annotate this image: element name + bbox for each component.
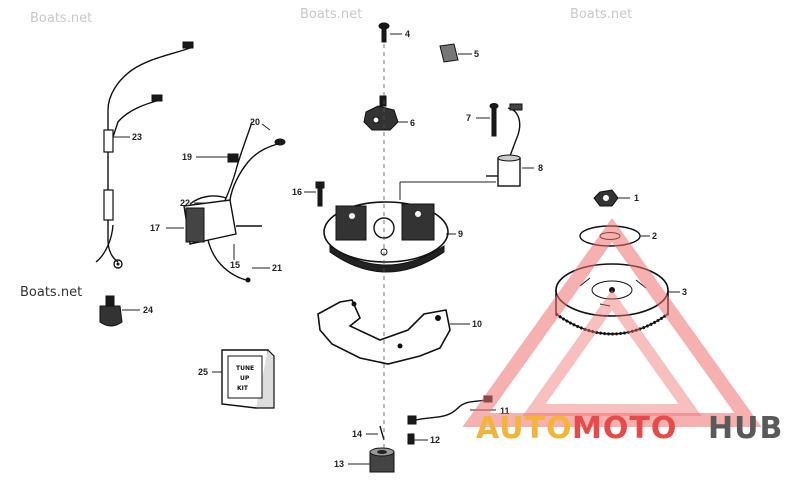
part-14-pin — [366, 425, 385, 441]
callout-12: 12 — [430, 435, 440, 445]
callout-20: 20 — [250, 117, 260, 127]
watermark-top-right: Boats.net — [570, 7, 632, 22]
callout-15: 15 — [230, 260, 240, 270]
part-17-ignition-coil — [166, 121, 286, 283]
kit-label-line-3: KIT — [237, 385, 249, 392]
logo-word-auto: AUTO — [476, 411, 573, 446]
callout-7: 7 — [466, 113, 471, 123]
callout-9: 9 — [458, 229, 463, 239]
part-25-tune-up-kit: TUNE UP KIT — [212, 349, 275, 409]
part-6-point-set — [363, 95, 408, 131]
callout-1: 1 — [634, 193, 639, 203]
callout-16: 16 — [292, 187, 302, 197]
callout-10: 10 — [472, 319, 482, 329]
part-1-nut — [593, 189, 630, 207]
kit-label-line-1: TUNE — [236, 365, 254, 372]
part-4-screw — [378, 22, 402, 43]
callout-8: 8 — [538, 163, 543, 173]
watermark-side: Boats.net — [20, 285, 82, 300]
callout-6: 6 — [410, 118, 415, 128]
callout-25: 25 — [198, 367, 208, 377]
callout-17: 17 — [150, 223, 160, 233]
automotohub-logo: AUTO MOTO HUB — [462, 217, 783, 446]
watermark-top-center: Boats.net — [300, 7, 362, 22]
part-8-condenser — [399, 103, 534, 200]
logo-word-moto: MOTO — [572, 411, 677, 446]
callout-21: 21 — [272, 263, 282, 273]
part-13-bushing — [348, 447, 395, 473]
callout-2: 2 — [652, 231, 657, 241]
part-23-wire-harness — [95, 41, 194, 269]
part-24-switch — [99, 295, 140, 327]
callout-14: 14 — [352, 429, 362, 439]
callout-4: 4 — [405, 29, 410, 39]
callout-19: 19 — [182, 152, 192, 162]
callout-11: 11 — [500, 406, 510, 416]
part-12-screw — [407, 433, 428, 445]
callout-24: 24 — [143, 305, 153, 315]
part-16-screw — [304, 181, 325, 207]
callout-23: 23 — [132, 132, 142, 142]
callout-13: 13 — [334, 459, 344, 469]
callout-22: 22 — [180, 198, 190, 208]
part-9-stator-plate — [323, 201, 456, 273]
logo-triangle — [462, 217, 762, 427]
callout-3: 3 — [682, 287, 687, 297]
logo-word-hub: HUB — [708, 411, 783, 446]
kit-label-line-2: UP — [240, 375, 250, 382]
part-10-retainer-plate — [317, 299, 470, 365]
logo-inner-triangle — [522, 289, 702, 416]
watermark-top-left: Boats.net — [30, 11, 92, 26]
part-5-wick — [439, 43, 472, 63]
callout-5: 5 — [474, 49, 479, 59]
